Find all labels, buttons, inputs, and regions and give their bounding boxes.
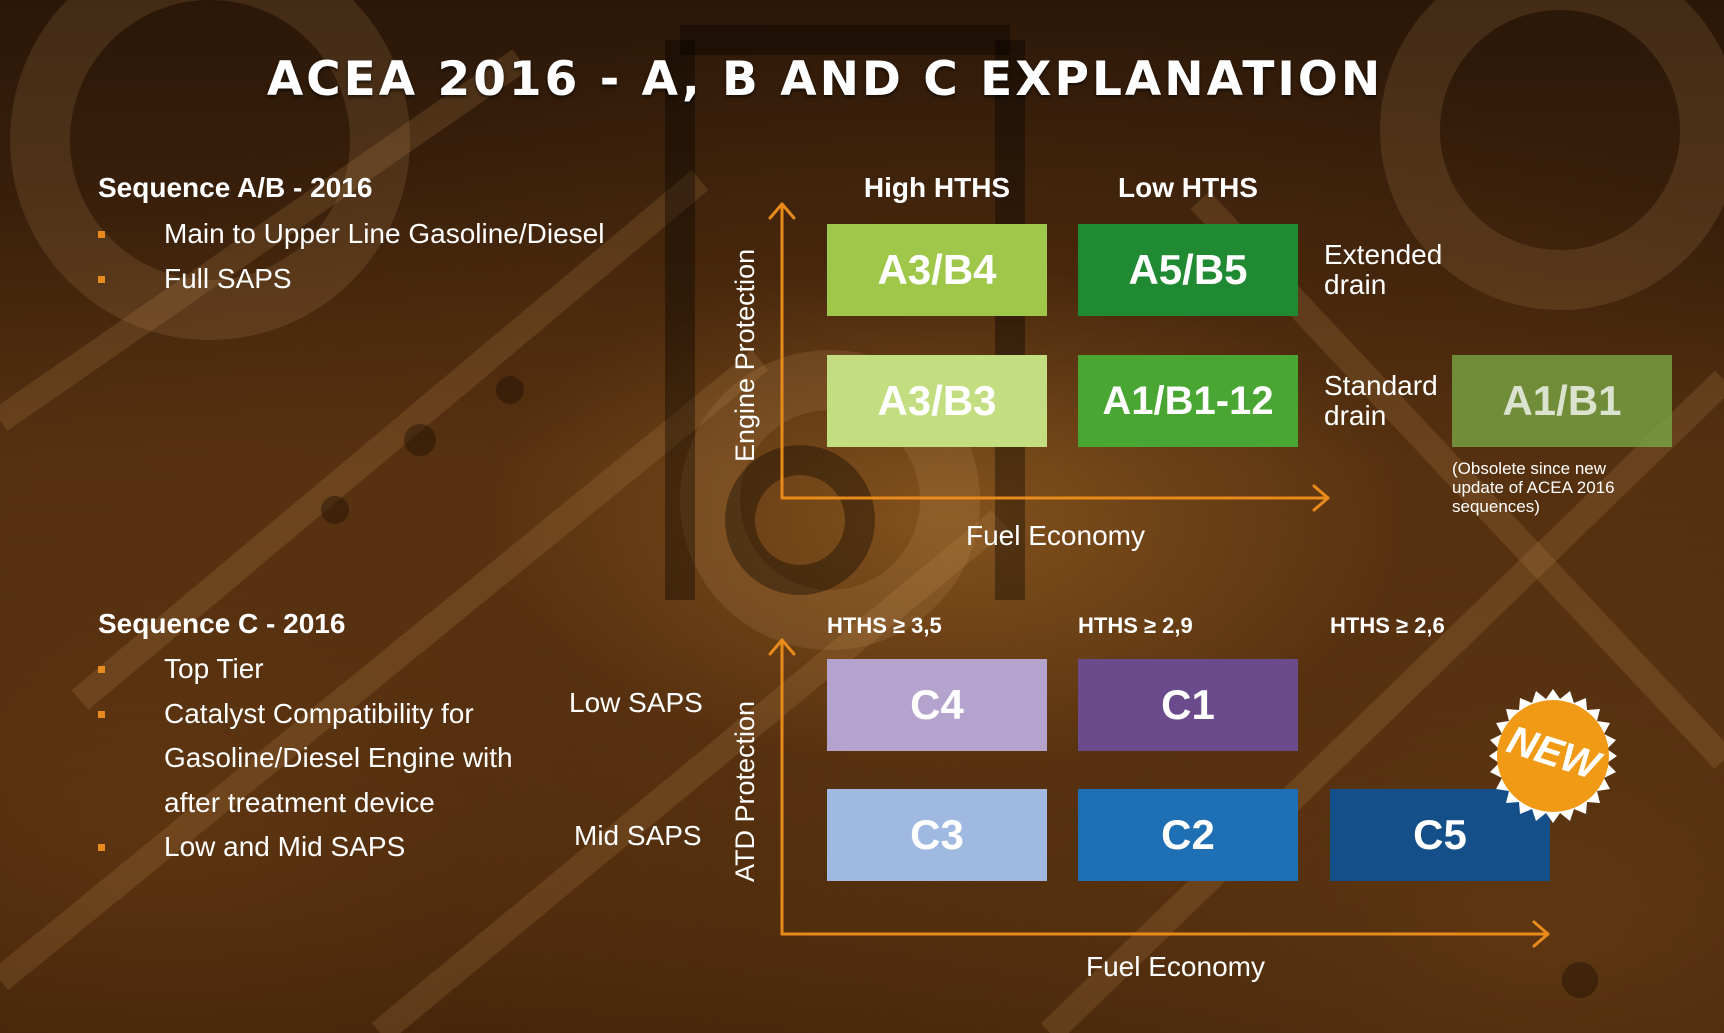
bullet-icon bbox=[98, 275, 105, 283]
column-header-hths-2-6: HTHS ≥ 2,6 bbox=[1330, 613, 1445, 638]
box-c5: C5 bbox=[1330, 789, 1550, 881]
box-c4: C4 bbox=[827, 659, 1047, 751]
bullet-icon bbox=[98, 844, 105, 851]
ab-x-axis-label: Fuel Economy bbox=[966, 520, 1145, 551]
box-c3: C3 bbox=[827, 789, 1047, 881]
ab-y-axis-label: Engine Protection bbox=[730, 248, 760, 462]
box-c1: C1 bbox=[1078, 659, 1298, 751]
bullet-icon bbox=[98, 231, 105, 238]
new-badge: NEW bbox=[1486, 689, 1620, 823]
c-x-axis-label: Fuel Economy bbox=[1086, 951, 1265, 982]
sequence-c-section: Sequence C - 2016 Top Tier Catalyst Comp… bbox=[98, 608, 513, 870]
row-label-extended-drain: Extended drain bbox=[1324, 239, 1443, 300]
list-item-continuation: Gasoline/Diesel Engine with bbox=[164, 742, 513, 773]
row-label-low-saps: Low SAPS bbox=[569, 687, 703, 718]
sequence-c-bullet-list: Top Tier Catalyst Compatibility for Gaso… bbox=[98, 647, 513, 870]
box-a5b5: A5/B5 bbox=[1078, 224, 1298, 316]
column-header-hths-2-9: HTHS ≥ 2,9 bbox=[1078, 613, 1193, 638]
bullet-icon bbox=[98, 666, 105, 673]
sequence-ab-bullet-list: Main to Upper Line Gasoline/Diesel Full … bbox=[98, 212, 604, 301]
sequence-ab-section: Sequence A/B - 2016 Main to Upper Line G… bbox=[98, 172, 604, 301]
row-label-standard-drain: Standard drain bbox=[1324, 370, 1438, 431]
box-a3b4: A3/B4 bbox=[827, 224, 1047, 316]
list-item: Low and Mid SAPS bbox=[98, 825, 513, 870]
bullet-icon bbox=[98, 710, 105, 718]
sequence-ab-heading: Sequence A/B - 2016 bbox=[98, 172, 373, 203]
c-y-axis-label: ATD Protection bbox=[730, 700, 760, 882]
column-header-low-hths: Low HTHS bbox=[1118, 172, 1258, 203]
row-label-mid-saps: Mid SAPS bbox=[574, 820, 702, 851]
starburst-icon bbox=[1489, 689, 1617, 823]
sequence-c-heading: Sequence C - 2016 bbox=[98, 608, 346, 639]
list-item: Full SAPS bbox=[98, 257, 604, 302]
list-item: Top Tier bbox=[98, 647, 513, 692]
box-a3b3: A3/B3 bbox=[827, 355, 1047, 447]
column-header-high-hths: High HTHS bbox=[863, 172, 1011, 203]
list-item-continuation: after treatment device bbox=[164, 786, 435, 818]
list-item: Catalyst Compatibility for bbox=[98, 692, 513, 737]
list-item: Main to Upper Line Gasoline/Diesel bbox=[98, 212, 604, 257]
box-c2: C2 bbox=[1078, 789, 1298, 881]
page-title: ACEA 2016 - A, B AND C EXPLANATION bbox=[266, 52, 1384, 107]
box-a1b1-12: A1/B1-12 bbox=[1078, 355, 1298, 447]
obsolete-note: (Obsolete since new update of ACEA 2016 … bbox=[1452, 459, 1615, 516]
column-header-hths-3-5: HTHS ≥ 3,5 bbox=[827, 613, 942, 638]
box-a1b1-obsolete: A1/B1 bbox=[1452, 355, 1672, 447]
